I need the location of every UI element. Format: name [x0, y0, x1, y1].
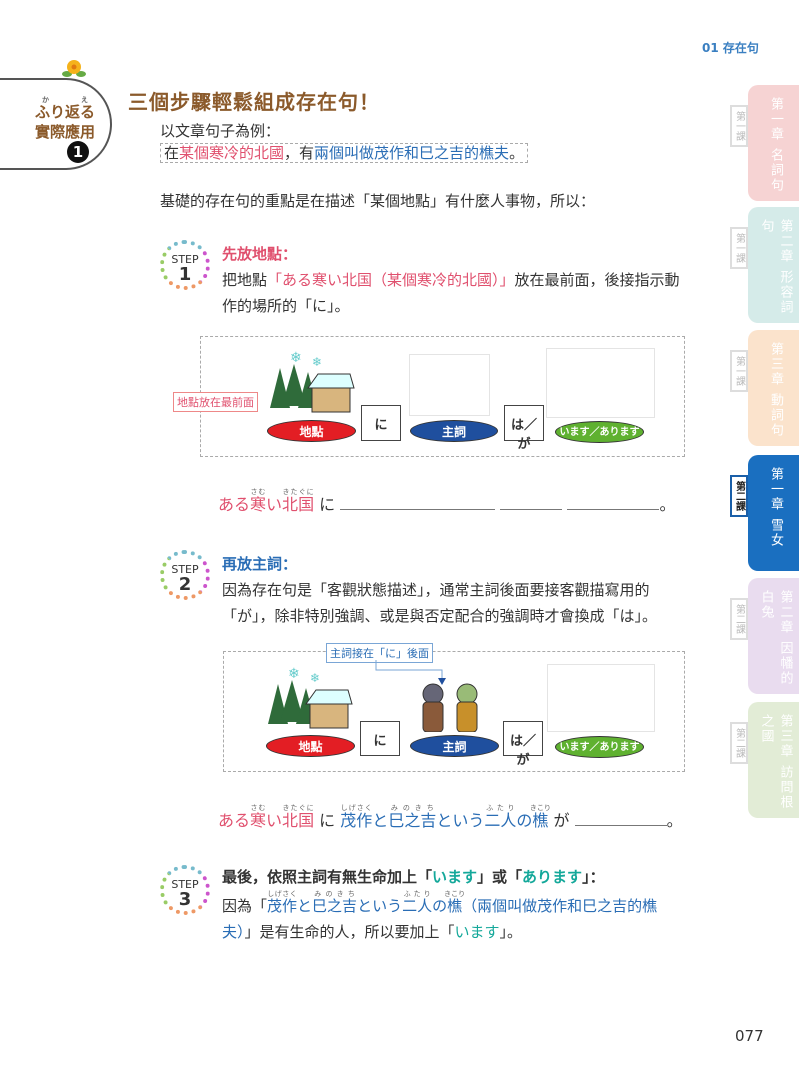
badge-line2: 實際應用 — [35, 123, 96, 141]
particle-ni-box: に — [360, 721, 400, 756]
intro-lead: 以文章句子為例： — [160, 122, 281, 140]
verb-oval: います／あります — [555, 421, 644, 443]
lesson-label: 第一課 — [730, 105, 748, 147]
step-2-text: 再放主詞：因為存在句是「客觀狀態描述」，通常主詞後面要接客觀描寫用的「が」，除非… — [222, 555, 658, 625]
tab-text: 第二章 因幡的白兔 — [748, 578, 799, 694]
sentence-1: ある寒さむい北きた国ぐに に 。 — [218, 488, 676, 514]
blank-line[interactable] — [567, 496, 660, 510]
particle-wa-ga-box: は／が — [503, 721, 543, 768]
tab-text: 第三章 動詞句 — [748, 330, 799, 446]
tab-chapter-2-3[interactable]: 第二課第三章 訪問根之國 — [718, 702, 799, 818]
diagram-2 — [223, 651, 685, 772]
woodcutters-image — [422, 683, 478, 732]
intro-basis: 基礎的存在句的重點是在描述「某個地點」有什麼人事物，所以： — [160, 192, 596, 210]
snowy-house-image: ❄❄ — [268, 666, 353, 729]
page-title: 三個步驟輕鬆組成存在句！ — [128, 90, 380, 114]
diagram-2-callout: 主詞接在「に」後面 — [326, 643, 433, 663]
lesson-label: 第二課 — [730, 722, 748, 764]
particle-ni-box: に — [361, 405, 401, 441]
badge-line1: ふり返るかえ — [35, 96, 96, 121]
tab-text: 第二章 形容詞句 — [748, 207, 799, 323]
blank-line[interactable] — [340, 496, 496, 510]
svg-text:❄: ❄ — [288, 666, 300, 682]
flower-icon — [62, 60, 86, 77]
tab-chapter-1-1[interactable]: 第一課第一章 名詞句 — [718, 85, 799, 201]
subject-placeholder-image — [409, 354, 490, 416]
step-1-text: 先放地點：把地點「ある寒い北国（某個寒冷的北國）」放在最前面，後接指示動作的場所… — [222, 245, 680, 315]
place-oval: 地點 — [267, 420, 356, 442]
lesson-label: 第二課 — [730, 475, 748, 517]
page-number: 077 — [735, 1027, 764, 1045]
callout-arrow-icon — [375, 660, 446, 685]
particle-wa-ga-box: は／が — [504, 405, 544, 452]
diagram-1-note: 地點放在最前面 — [173, 392, 258, 412]
tab-chapter-2-2[interactable]: 第二課第二章 因幡的白兔 — [718, 578, 799, 694]
blank-line[interactable] — [574, 812, 667, 826]
lesson-label: 第二課 — [730, 598, 748, 640]
place-oval: 地點 — [266, 735, 355, 757]
tab-text: 第三章 訪問根之國 — [748, 702, 799, 818]
tab-text: 第一章 名詞句 — [748, 85, 799, 201]
verb-placeholder-image — [547, 664, 655, 732]
tab-chapter-1-2[interactable]: 第一課第二章 形容詞句 — [718, 207, 799, 323]
verb-oval: います／あります — [555, 736, 644, 758]
tab-chapter-1-3[interactable]: 第一課第三章 動詞句 — [718, 330, 799, 446]
subject-oval: 主詞 — [410, 420, 498, 442]
lesson-label: 第一課 — [730, 350, 748, 392]
subject-oval: 主詞 — [410, 735, 499, 757]
section-header: 01 存在句 — [702, 41, 759, 55]
sentence-2: ある寒さむい北きた国ぐに に 茂作しげさくと巳之吉みのきちという二人ふたりの樵き… — [218, 804, 683, 830]
svg-text:❄: ❄ — [310, 671, 320, 685]
badge-number: 1 — [67, 141, 89, 163]
svg-text:❄: ❄ — [312, 355, 322, 369]
snowy-house-image: ❄❄ — [270, 350, 355, 413]
example-sentence: 在某個寒冷的北國，有兩個叫做茂作和巳之吉的樵夫。 — [160, 141, 529, 165]
lesson-label: 第一課 — [730, 227, 748, 269]
blank-line[interactable] — [500, 496, 563, 510]
badge-title: ふり返るかえ實際應用 — [35, 96, 95, 142]
step-3-text: 最後，依照主詞有無生命加上「います」或「あります」：因為「茂作しげさくと巳之吉み… — [222, 868, 658, 941]
tab-chapter-2-1[interactable]: 第二課第一章 雪女 — [718, 455, 799, 571]
tab-text: 第一章 雪女 — [748, 455, 799, 571]
svg-text:❄: ❄ — [290, 350, 302, 366]
badge-frame — [0, 78, 112, 170]
verb-placeholder-image — [546, 348, 655, 418]
